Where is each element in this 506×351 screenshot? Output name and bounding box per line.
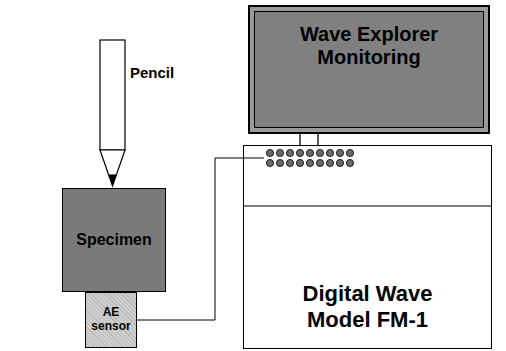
- port-dot: [276, 149, 283, 156]
- port-dot: [266, 149, 273, 156]
- port-dot: [286, 159, 293, 166]
- monitor-screen: Wave Explorer Monitoring: [248, 5, 490, 134]
- cable: [299, 134, 300, 145]
- part-label: Pencil: [130, 64, 174, 81]
- pencil-lead: [109, 175, 117, 187]
- port-dot: [276, 159, 283, 166]
- port-dot: [346, 149, 353, 156]
- port-dot: [286, 149, 293, 156]
- port-dot: [336, 159, 343, 166]
- pencil-drawing: [100, 40, 125, 186]
- cable-end: [243, 158, 264, 159]
- node-text: Digital Wave Model FM-1: [280, 281, 455, 332]
- port-dot: [306, 149, 313, 156]
- port-dot: [346, 159, 353, 166]
- panel-divider: [243, 205, 492, 206]
- connector-ports: [266, 149, 353, 166]
- node-text: Specimen: [76, 231, 152, 249]
- port-dot: [316, 159, 323, 166]
- port-dot: [296, 149, 303, 156]
- node-text: Wave Explorer Monitoring: [282, 23, 457, 69]
- port-dot: [306, 159, 313, 166]
- pencil-tip: [100, 150, 125, 186]
- port-dot: [326, 159, 333, 166]
- port-dot: [336, 149, 343, 156]
- port-dot: [326, 149, 333, 156]
- monitor-cable: [317, 134, 318, 145]
- specimen-block: Specimen: [62, 188, 166, 292]
- instrument-box: Digital Wave Model FM-1: [243, 145, 492, 349]
- pencil-body: [100, 40, 125, 150]
- port-dot: [316, 149, 323, 156]
- node-text: AE sensor: [89, 306, 133, 334]
- sensor-box: AE sensor: [85, 292, 137, 348]
- port-dot: [296, 159, 303, 166]
- port-dot: [266, 159, 273, 166]
